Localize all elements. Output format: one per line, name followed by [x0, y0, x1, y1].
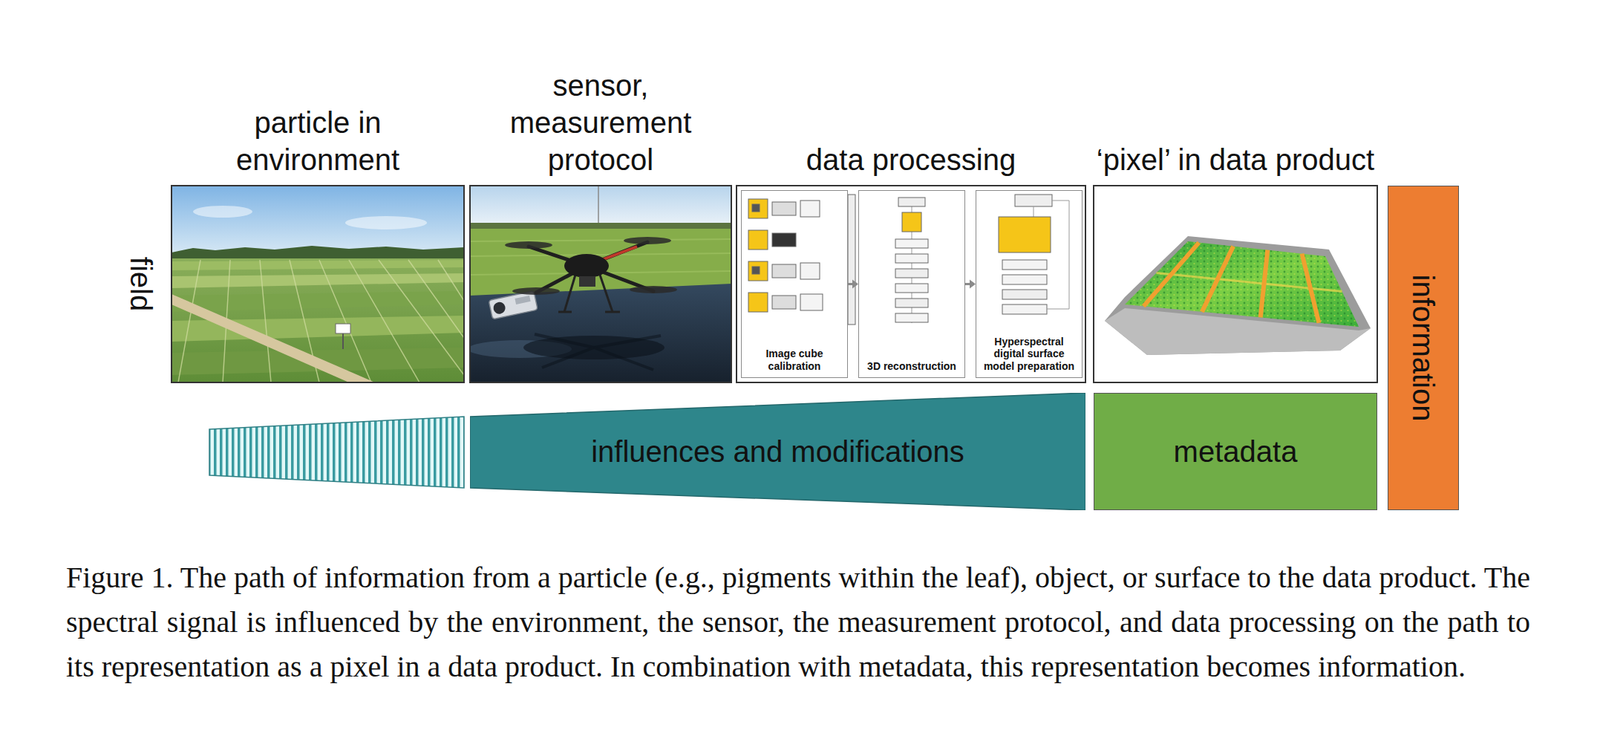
flow-arrow: [965, 279, 976, 289]
column-heading: particle in environment: [171, 103, 465, 179]
photo-panel: sensor, measurement protocol: [469, 185, 732, 383]
flow-arrow: [847, 279, 859, 289]
step-label: 3D reconstruction: [862, 360, 961, 373]
process-step: Hyperspectral digital surface model prep…: [975, 190, 1083, 378]
caption-holder: Figure 1. The path of information from a…: [66, 555, 1531, 690]
figure-caption: Figure 1. The path of information from a…: [66, 555, 1531, 690]
arrow-head: [852, 279, 859, 289]
band-label: influences and modifications: [590, 435, 965, 469]
processing-panel: data processingImage cube calibration3D …: [736, 185, 1086, 383]
process-step: Image cube calibration: [740, 190, 848, 378]
process-step: 3D reconstruction: [858, 190, 966, 378]
step-label: Image cube calibration: [745, 347, 844, 373]
step-label: Hyperspectral digital surface model prep…: [980, 335, 1079, 373]
column-heading: sensor, measurement protocol: [469, 66, 732, 179]
arrow-head: [969, 279, 976, 289]
data-product-panel: ‘pixel’ in data product: [1093, 185, 1378, 383]
influence-band: influences and modifications: [469, 392, 1086, 511]
arrow-line: [965, 282, 971, 286]
band-trapezoid: [469, 392, 1086, 511]
information-bar: information: [1387, 185, 1459, 511]
side-label: field: [123, 256, 158, 311]
arrow-line: [847, 282, 854, 286]
column-heading: data processing: [736, 141, 1086, 179]
column-heading: ‘pixel’ in data product: [1093, 141, 1378, 179]
label-holder: field: [96, 239, 186, 329]
metadata-box: metadata: [1093, 392, 1378, 511]
band-label: metadata: [1173, 435, 1298, 469]
band-label: information: [1406, 274, 1441, 422]
photo-panel: particle in environment: [171, 185, 465, 383]
